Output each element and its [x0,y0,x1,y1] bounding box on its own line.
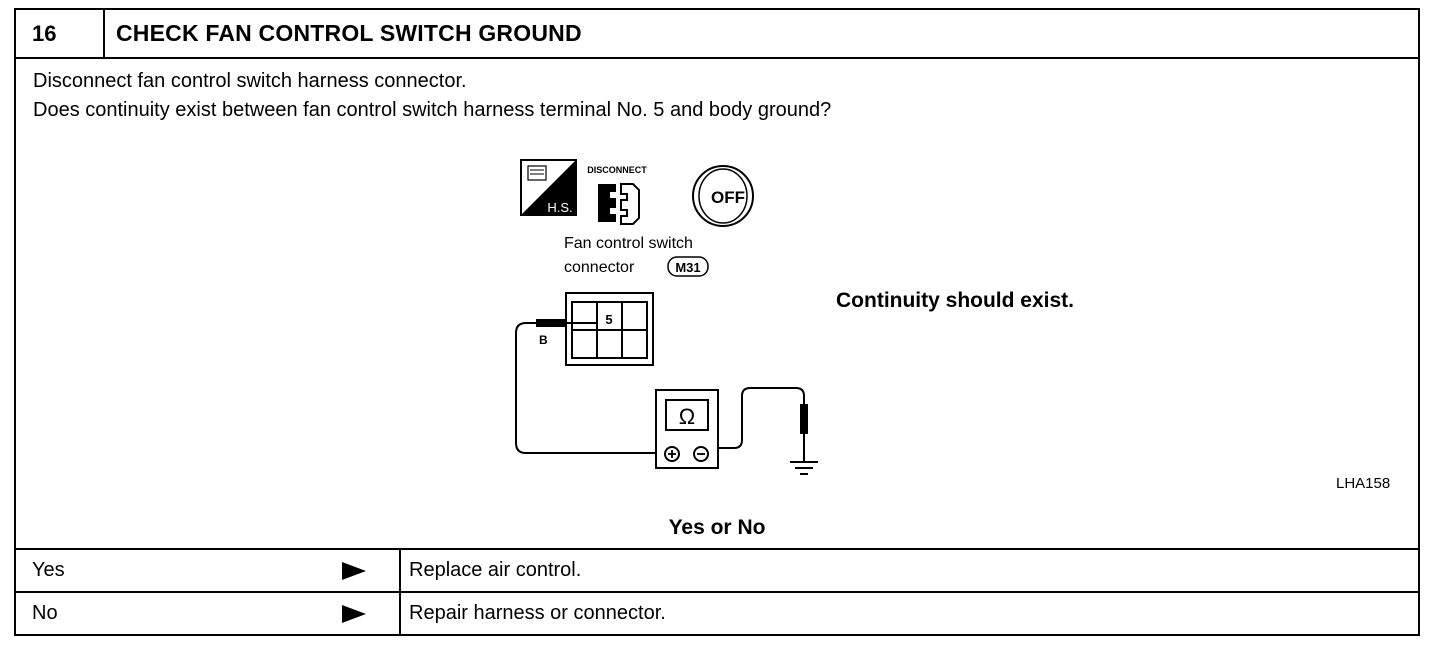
criteria-note: Continuity should exist. [836,289,1075,312]
connector-id: M31 [675,260,700,275]
hs-label: H.S. [547,200,572,215]
ignition-off-icon: OFF [692,165,754,227]
answer-label: No [32,602,58,624]
ohm-symbol: Ω [679,404,695,429]
arrow-right-icon [342,605,366,623]
step-header: 16 CHECK FAN CONTROL SWITCH GROUND [16,10,1418,59]
ground-probe [718,387,808,462]
inspection-sheet: 16 CHECK FAN CONTROL SWITCH GROUND Disco… [14,8,1420,636]
terminal-number: 5 [605,312,612,327]
arrow-right-icon [342,562,366,580]
answer-cell: Yes [16,550,401,593]
continuity-test-diagram: H.S. DISCONNECT OFF Fan control switch c… [515,159,818,475]
hs-icon: H.S. [520,159,577,216]
ohmmeter: Ω [655,389,719,469]
connector-face: 5 [565,292,654,366]
figure-ref-code: LHA158 [1336,475,1391,492]
result-row-yes: Yes Replace air control. [16,548,1418,593]
result-row-no: No Repair harness or connector. [16,591,1418,636]
action-text: Repair harness or connector. [409,602,666,624]
answer-cell: No [16,593,401,636]
step-number: 16 [16,10,105,57]
instruction-question: Does continuity exist between fan contro… [33,99,832,121]
connector-label: Fan control switch [564,235,693,252]
action-text: Replace air control. [409,559,582,581]
positive-probe: B [515,319,662,454]
connector-id-badge: M31 [667,256,709,277]
decision-heading: Yes or No [668,516,766,539]
answer-label: Yes [32,559,65,581]
wire-color-label: B [539,333,548,347]
disconnect-label: DISCONNECT [587,165,647,175]
connector-label-2: connector [564,259,635,276]
instruction-disconnect: Disconnect fan control switch harness co… [33,70,467,92]
off-label: OFF [711,188,745,207]
ground-symbol-icon [790,461,818,475]
step-title: CHECK FAN CONTROL SWITCH GROUND [116,20,582,46]
disconnect-icon: DISCONNECT [587,165,647,225]
